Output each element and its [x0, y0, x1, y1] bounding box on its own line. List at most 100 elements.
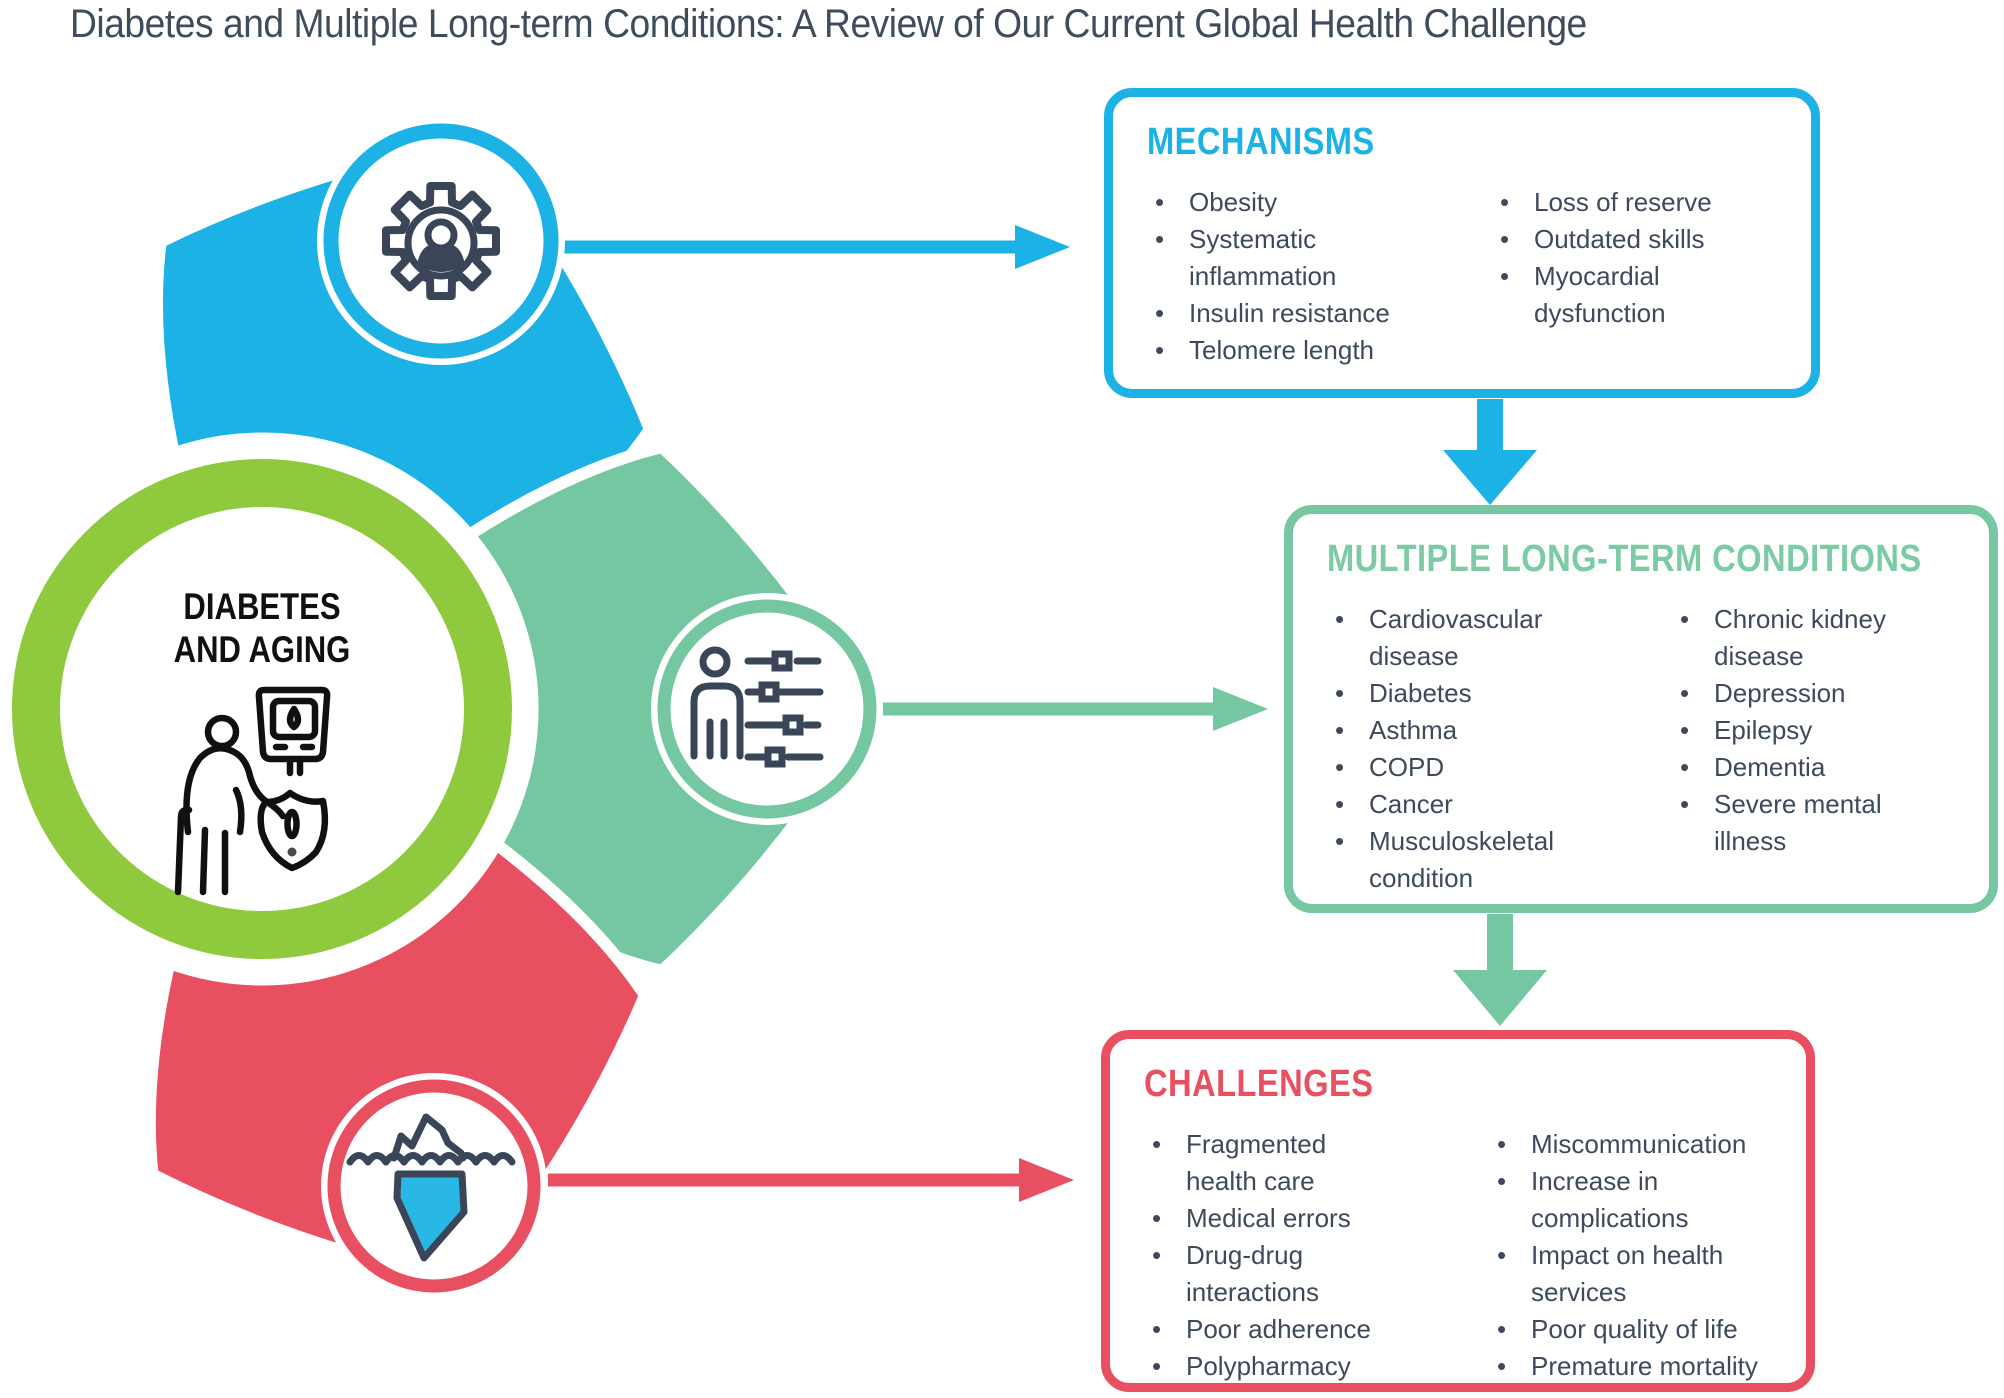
- glucometer-body: [255, 686, 331, 763]
- bullet-glyph: •: [1335, 604, 1345, 634]
- bullet-glyph: •: [1152, 1203, 1162, 1233]
- slider-handle-1: [771, 650, 793, 672]
- bullet-glyph: •: [1155, 298, 1165, 328]
- list-item-text: COPD: [1369, 752, 1445, 782]
- person-leg-left: [199, 826, 209, 896]
- mltc-box: MULTIPLE LONG-TERM CONDITIONS • Cardiovas…: [1284, 505, 1998, 913]
- page-title: Diabetes and Multiple Long-term Conditio…: [70, 2, 1587, 46]
- list-item: •Premature mortality: [1485, 1348, 1785, 1385]
- bullet-glyph: •: [1497, 1314, 1507, 1344]
- bullet-glyph: •: [1155, 187, 1165, 217]
- person-sliders-icon: [690, 646, 824, 768]
- list-item-text: Diabetes: [1369, 678, 1472, 708]
- list-item: •Myocardial dysfunction: [1488, 258, 1788, 332]
- mechanisms-column-2: •Loss of reserve•Outdated skills•Myocard…: [1488, 184, 1788, 369]
- glucometer-screen: [269, 697, 319, 741]
- mltc-list: •Cardiovascular disease•Diabetes•Asthma•…: [1323, 601, 1989, 897]
- list-item-text: Musculoskeletal condition: [1369, 826, 1554, 893]
- bullet-glyph: •: [1152, 1129, 1162, 1159]
- list-item-text: Cardiovascular disease: [1369, 604, 1543, 671]
- list-item: •Fragmented health care: [1140, 1126, 1485, 1200]
- mechanisms-box: MECHANISMS •Obesity•Systematic inflammat…: [1104, 88, 1820, 398]
- list-item: • Poor quality of life: [1485, 1311, 1785, 1348]
- mechanisms-to-mltc-arrow: [1443, 399, 1537, 505]
- challenges-title: CHALLENGES: [1144, 1063, 1374, 1105]
- bullet-glyph: •: [1152, 1351, 1162, 1381]
- list-item: • Poor adherence: [1140, 1311, 1485, 1348]
- slider-person-legs: [706, 718, 728, 760]
- list-item: •COPD: [1323, 749, 1668, 786]
- bullet-glyph: •: [1152, 1240, 1162, 1270]
- challenges-list: •Fragmented health care•Medical errors•D…: [1140, 1126, 1806, 1385]
- list-item: •Depression: [1668, 675, 1968, 712]
- list-item: •Epilepsy: [1668, 712, 1968, 749]
- mltc-title: MULTIPLE LONG-TERM CONDITIONS: [1327, 538, 1922, 580]
- list-item-text: Cancer: [1369, 789, 1453, 819]
- list-item-text: Poor quality of life: [1531, 1314, 1738, 1344]
- list-item-text: Dementia: [1714, 752, 1826, 782]
- list-item-text: Asthma: [1369, 715, 1458, 745]
- bullet-glyph: •: [1155, 335, 1165, 365]
- list-item-text: Severe mental illness: [1714, 789, 1882, 856]
- bullet-glyph: •: [1335, 715, 1345, 745]
- challenges-column-1: •Fragmented health care•Medical errors•D…: [1140, 1126, 1485, 1385]
- bullet-glyph: •: [1497, 1240, 1507, 1270]
- mechanisms-list: •Obesity•Systematic inflammation•Insulin…: [1143, 184, 1811, 369]
- iceberg-underwater: [393, 1170, 468, 1262]
- iceberg-icon: [346, 1113, 516, 1262]
- list-item: •Obesity: [1143, 184, 1488, 221]
- list-item-text: Telomere length: [1189, 335, 1374, 365]
- list-item-text: Outdated skills: [1534, 224, 1705, 254]
- list-item: •Diabetes: [1323, 675, 1668, 712]
- mltc-arrow: [876, 687, 1268, 731]
- gear-person-shoulders: [417, 244, 465, 272]
- challenges-box: CHALLENGES •Fragmented health care•Medic…: [1101, 1030, 1815, 1392]
- bullet-glyph: •: [1152, 1314, 1162, 1344]
- slider-handle-2: [758, 681, 780, 703]
- list-item-text: Insulin resistance: [1189, 298, 1390, 328]
- list-item-text: Polypharmacy: [1186, 1351, 1351, 1381]
- list-item-text: Systematic inflammation: [1189, 224, 1337, 291]
- list-item: • Drug-drug interactions: [1140, 1237, 1485, 1311]
- mechanisms-column-1: •Obesity•Systematic inflammation•Insulin…: [1143, 184, 1488, 369]
- gear-outline: [382, 182, 500, 300]
- bullet-glyph: •: [1155, 224, 1165, 254]
- list-item: • Asthma: [1323, 712, 1668, 749]
- list-item: •Severe mental illness: [1668, 786, 1968, 860]
- list-item: •Impact on health services: [1485, 1237, 1785, 1311]
- list-item-text: Medical errors: [1186, 1203, 1351, 1233]
- bullet-glyph: •: [1497, 1129, 1507, 1159]
- challenges-column-2: •Miscommunication•Increase in complicati…: [1485, 1126, 1785, 1385]
- bullet-glyph: •: [1335, 789, 1345, 819]
- list-item-text: Poor adherence: [1186, 1314, 1372, 1344]
- slider-handle-4: [764, 746, 786, 768]
- list-item-text: Drug-drug interactions: [1186, 1240, 1319, 1307]
- list-item: • Telomere length: [1143, 332, 1488, 369]
- slider-handle-3: [782, 714, 804, 736]
- bullet-glyph: •: [1500, 187, 1510, 217]
- list-item: • Systematic inflammation: [1143, 221, 1488, 295]
- list-item: • Outdated skills: [1488, 221, 1788, 258]
- list-item: • Musculoskeletal condition: [1323, 823, 1668, 897]
- iceberg-badge: [321, 1073, 547, 1299]
- list-item-text: Chronic kidney disease: [1714, 604, 1886, 671]
- blood-drop: [286, 705, 302, 731]
- mechanisms-arrow: [558, 225, 1070, 269]
- mltc-to-challenges-arrow: [1453, 914, 1547, 1026]
- list-item: •Miscommunication: [1485, 1126, 1785, 1163]
- bullet-glyph: •: [1500, 261, 1510, 291]
- gear-person-icon: [382, 182, 500, 300]
- mltc-column-1: •Cardiovascular disease•Diabetes•Asthma•…: [1323, 601, 1668, 897]
- iceberg-peaks: [390, 1113, 467, 1162]
- list-item: •Loss of reserve: [1488, 184, 1788, 221]
- bullet-glyph: •: [1680, 752, 1690, 782]
- exclamation-dot: [287, 847, 297, 857]
- list-item-text: Increase in complications: [1531, 1166, 1689, 1233]
- list-item: • Insulin resistance: [1143, 295, 1488, 332]
- mechanisms-title: MECHANISMS: [1147, 121, 1375, 163]
- bullet-glyph: •: [1500, 224, 1510, 254]
- bullet-glyph: •: [1335, 826, 1345, 856]
- bullet-glyph: •: [1497, 1166, 1507, 1196]
